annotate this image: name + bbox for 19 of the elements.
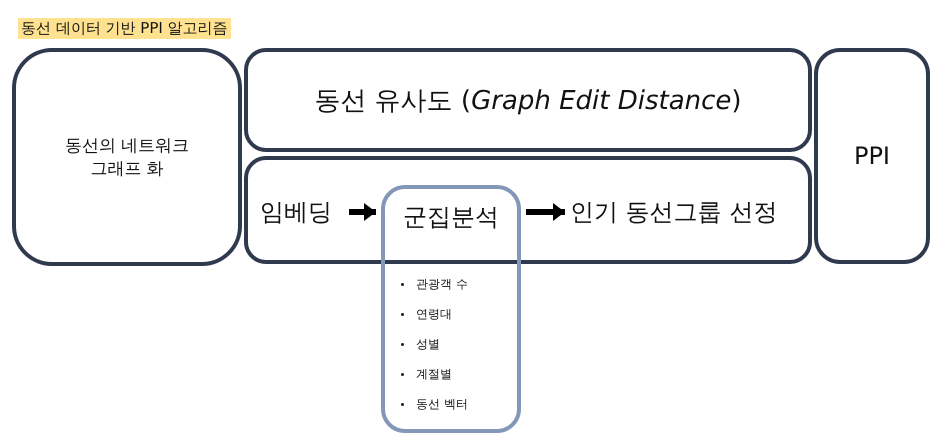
arrow <box>526 203 565 221</box>
list-item: 성별 <box>416 336 440 352</box>
list-item: 동선 벡터 <box>416 396 468 412</box>
step-text: 군집분석 <box>402 202 500 233</box>
list-item: 계절별 <box>416 366 452 382</box>
box-text: PPI <box>852 142 892 170</box>
process-box <box>244 48 812 152</box>
list-item: 관광객 수 <box>416 276 468 292</box>
process-panel <box>244 156 812 264</box>
list-item: 연령대 <box>416 306 452 322</box>
process-box <box>12 48 242 266</box>
arrow <box>349 203 376 221</box>
box-text: 동선 유사도 (Graph Edit Distance) <box>313 84 743 118</box>
step-text: 임베딩 <box>260 190 344 234</box>
box-text: 동선의 네트워크 그래프 화 <box>64 135 190 180</box>
step-text: 인기 동선그룹 선정 <box>570 190 800 234</box>
process-box <box>814 48 930 264</box>
cluster-panel <box>381 185 521 433</box>
title-text: 동선 데이터 기반 PPI 알고리즘 <box>18 18 231 39</box>
